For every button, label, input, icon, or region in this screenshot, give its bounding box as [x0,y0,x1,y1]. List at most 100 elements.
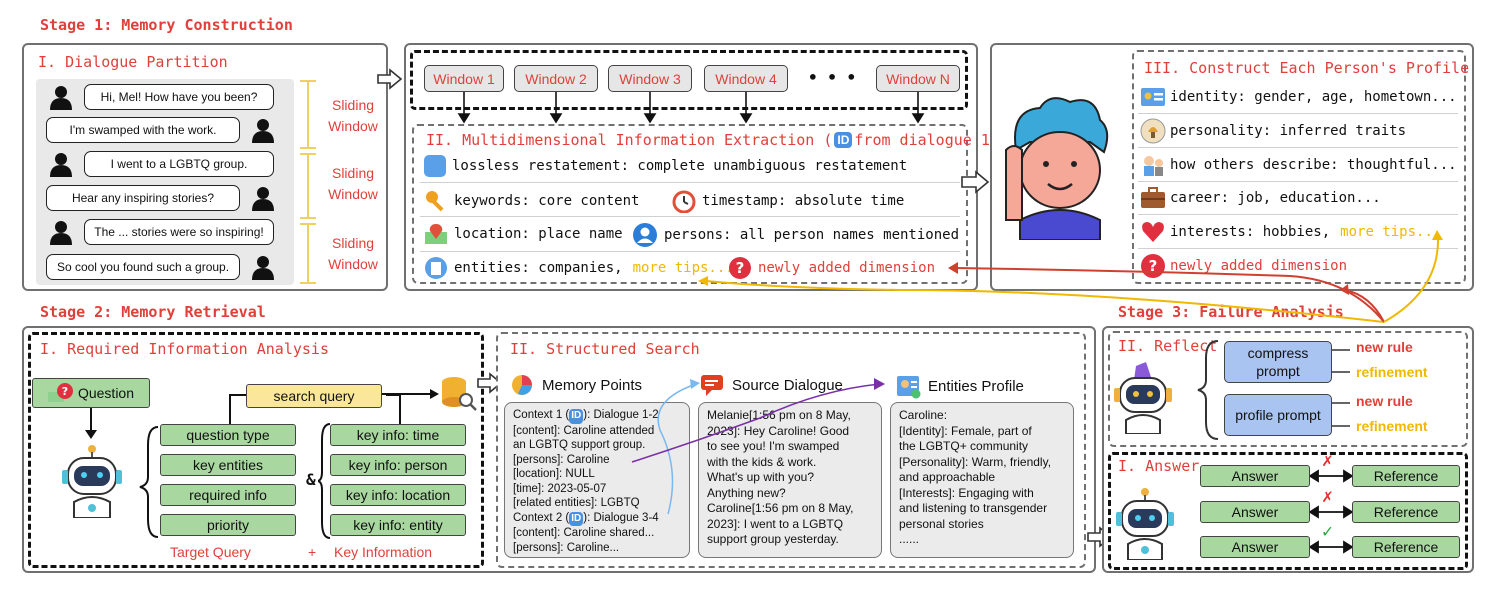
career-text: career: job, education... [1170,190,1381,206]
window-box: Window N [876,65,960,92]
sliding-label-line1: Sliding [331,97,375,113]
divider [1138,147,1458,148]
memory-line: [content]: Caroline shared... [513,527,655,539]
cross-icon: ✗ [1322,486,1333,507]
memory-line: an LGBTQ support group. [513,439,646,451]
keywords-text: keywords: core content [454,193,640,209]
pie-chart-icon [512,375,532,395]
compare-arrows [1310,469,1352,554]
required-info-box: required info [160,484,296,506]
refinement-label: refinement [1356,418,1428,434]
svg-text:?: ? [736,259,745,277]
question-label: Question [77,385,135,401]
key-info-person-box: key info: person [330,454,466,476]
key-entities-box: key entities [160,454,296,476]
robot-icon [1116,488,1174,560]
personality-text: personality: inferred traits [1170,123,1407,139]
brain-icon [1140,118,1166,144]
arrow-down [85,408,97,439]
windows-ellipsis: • • • [808,68,857,87]
key-info-entity-box: key info: entity [330,514,466,536]
hollow-arrow-icon [961,170,990,194]
memory-line: Context 1 (ID): Dialogue 1-2 [513,408,681,424]
plus-sign: + [308,544,317,560]
id-icon: ID [569,409,584,424]
stage2-title: Stage 2: Memory Retrieval [40,303,266,321]
profile-row-personality: personality: inferred traits [1140,118,1406,144]
window-arrows [457,92,925,124]
arrow-right [382,389,439,399]
dialogue-bubble: The ... stories were so inspiring! [84,219,274,245]
reference-box: Reference [1352,501,1460,523]
heart-icon [1142,222,1164,242]
new-dimension-text: newly added dimension [758,260,936,276]
answer-title: I. Answer [1118,457,1200,475]
hollow-arrow-icon [377,68,403,90]
memory-line: [location]: NULL [513,468,595,480]
divider [1138,113,1458,114]
persons-text: persons: all person names mentioned [664,227,960,243]
cross-icon: ✗ [1322,450,1333,471]
memory-points-label: Memory Points [542,376,643,394]
extraction-row-timestamp: timestamp: absolute time [672,189,904,213]
answer-panel [1108,452,1468,570]
stage3-title: Stage 3: Failure Analysis [1118,303,1344,321]
memory-line: [persons]: Caroline [513,453,610,466]
new-rule-label: new rule [1356,393,1413,409]
memory-context-post: ): Dialogue 1-2 [583,409,659,421]
sliding-label-line2: Window [328,186,378,202]
window-box: Window 2 [514,65,598,92]
extraction-row-location: location: place name [424,222,623,246]
answer-box: Answer [1200,465,1310,487]
dialogue-line: to see you! I'm swamped [707,439,840,453]
profile-line: Caroline: [899,408,948,422]
building-icon [425,257,447,279]
source-dialogue-header: Source Dialogue [700,373,843,397]
entities-text: entities: companies, [454,260,623,276]
profile-line: ...... [899,532,920,546]
user-circle-icon [633,223,657,247]
window-box: Window 1 [424,65,504,92]
sliding-label-line2: Window [328,256,378,272]
sliding-label-line1: Sliding [331,235,375,251]
more-tips-text: more tips... [1340,224,1442,240]
question-icon: ? [1141,254,1165,278]
person-icon [252,187,274,211]
question-type-box: question type [160,424,296,446]
entities-profile-card: Caroline: [Identity]: Female, part of th… [890,402,1074,558]
more-tips-text: more tips... [632,260,734,276]
hollow-arrow-icon [477,372,503,394]
dialogue-bubble: Hi, Mel! How have you been? [84,84,274,110]
interests-text: interests: hobbies, [1170,224,1331,240]
answer-box: Answer [1200,501,1310,523]
memory-line: [related entities]: LGBTQ [513,497,640,509]
brace-left [1197,340,1219,440]
sliding-label-line1: Sliding [331,165,375,181]
id-icon: ID [569,511,584,526]
dialogue-line: 2023]: I went to a LGBTQ [707,516,844,531]
memory-line: [time]: 2023-05-07 [513,482,607,495]
timer-icon [672,190,696,213]
profile-row-new-dim: ? newly added dimension [1140,253,1347,279]
stage1-title: Stage 1: Memory Construction [40,16,293,34]
identity-text: identity: gender, age, hometown... [1170,89,1457,105]
extraction-row-keywords: keywords: core content [424,189,639,213]
analysis-panel [28,332,484,568]
memory-line: Context 2 (ID): Dialogue 3-4 [513,511,681,526]
id-icon: ID [834,132,853,148]
memory-points-card: Context 1 (ID): Dialogue 1-2 [content]: … [504,402,690,558]
check-icon: ✓ [1322,521,1333,542]
priority-box: priority [160,514,296,536]
memory-line: [content]: Caroline attended [513,424,655,437]
dialogue-line: Anything new? [707,485,786,500]
new-dimension-text: newly added dimension [1170,258,1348,274]
profile-row-career: career: job, education... [1140,185,1381,211]
dialogue-bubble: So cool you found such a group. [46,254,240,280]
compress-prompt-box: compress prompt [1224,341,1332,383]
profile-line: the LGBTQ+ community [899,439,1029,453]
others-text: how others describe: thoughtful... [1170,157,1457,173]
brace-left [318,423,331,539]
divider [420,251,960,252]
extraction-row-persons: persons: all person names mentioned [632,222,959,248]
